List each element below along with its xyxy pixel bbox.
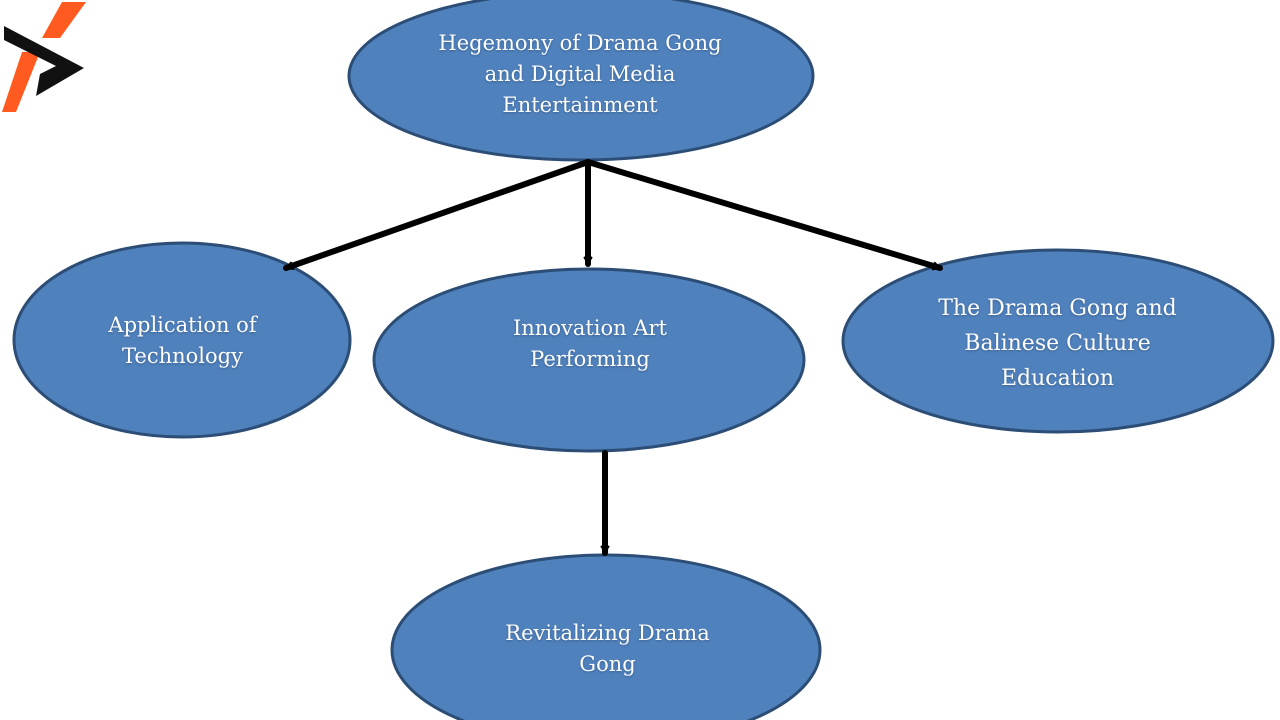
node-top — [347, 0, 815, 162]
node-center — [372, 267, 806, 453]
node-bottom-label: Revitalizing Drama Gong — [505, 621, 710, 676]
node-top-label: Hegemony of Drama Gong and Digital Media… — [438, 31, 722, 117]
abstract-arrow-logo-icon — [2, 2, 86, 112]
node-right — [841, 248, 1275, 434]
node-center-label: Innovation Art Performing — [512, 316, 667, 371]
edge-top-to-right — [585, 159, 943, 271]
edge-top-to-left — [283, 159, 591, 271]
node-left — [12, 241, 352, 439]
node-left-label: Application of Technology — [108, 313, 257, 368]
node-right-label: The Drama Gong and Balinese Culture Educ… — [938, 296, 1177, 391]
